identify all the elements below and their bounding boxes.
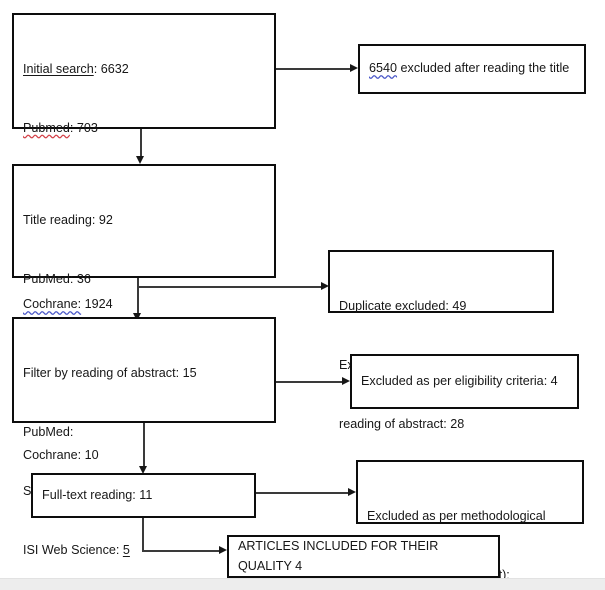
box-title-reading: Title reading: 92 PubMed: 36 Science Dir…: [12, 164, 276, 462]
box-eligibility-excluded: Excluded as per eligibility criteria: 4: [350, 354, 579, 409]
abstract-filter-line-2: PubMed:: [23, 424, 74, 439]
title-reading-line-5: Cochrane: 10: [23, 448, 99, 463]
abstract-filter-line-1: Filter by reading of abstract: 15: [23, 366, 197, 381]
fulltext-reading-text: Full-text reading: 11: [42, 487, 153, 502]
title-reading-line-1: Title reading: 92: [23, 213, 113, 228]
connector-initial-to-title-reading: [140, 129, 142, 159]
excluded-after-title-text: 6540 excluded after reading the title: [369, 61, 570, 76]
box-initial-search: Initial search: 6632 Pubmed: 703 Science…: [12, 13, 276, 370]
connector-fulltext-to-methodological: [256, 492, 349, 494]
connector-fulltext-to-articles-horizontal: [142, 550, 220, 552]
eligibility-excluded-text: Excluded as per eligibility criteria: 4: [361, 373, 558, 388]
box-excluded-after-title: 6540 excluded after reading the title: [358, 44, 586, 94]
arrowhead-title-reading-to-duplicate: [321, 282, 329, 290]
box-articles-included: ARTICLES INCLUDED FOR THEIR QUALITY 4: [227, 535, 500, 578]
connector-abstract-to-eligibility: [276, 381, 343, 383]
arrowhead-initial-to-excluded-title: [350, 64, 358, 72]
duplicate-excluded-line-3: reading of abstract: 28: [339, 416, 465, 431]
page-bottom-band: [0, 578, 605, 590]
arrowhead-initial-to-title-reading: [136, 156, 144, 164]
connector-title-reading-to-abstract: [137, 278, 139, 316]
connector-fulltext-to-articles-vertical: [142, 518, 144, 551]
methodological-excluded-line-1: Excluded as per methodological: [367, 509, 546, 524]
abstract-filter-line-4: ISI Web Science: 5: [23, 542, 130, 557]
connector-title-reading-to-duplicate: [137, 286, 322, 288]
duplicate-excluded-line-1: Duplicate excluded: 49: [339, 299, 467, 314]
initial-search-line-1: Initial search: 6632: [23, 62, 129, 77]
arrowhead-abstract-to-eligibility: [342, 377, 350, 385]
connector-abstract-to-fulltext: [143, 423, 145, 470]
arrowhead-fulltext-to-articles: [219, 546, 227, 554]
initial-search-line-2: Pubmed: 703: [23, 120, 98, 135]
title-reading-line-2: PubMed: 36: [23, 271, 91, 286]
box-methodological-excluded: Excluded as per methodological quality (…: [356, 460, 584, 582]
arrowhead-abstract-to-fulltext: [139, 466, 147, 474]
articles-included-text: ARTICLES INCLUDED FOR THEIR QUALITY 4: [238, 538, 442, 573]
arrowhead-fulltext-to-methodological: [348, 488, 356, 496]
box-abstract-filter: Filter by reading of abstract: 15 PubMed…: [12, 317, 276, 557]
connector-initial-to-excluded-title: [276, 68, 351, 70]
box-fulltext-reading: Full-text reading: 11: [31, 473, 256, 518]
box-duplicate-excluded: Duplicate excluded: 49 Excluded as per t…: [328, 250, 554, 431]
initial-search-line-5: Cochrane: 1924: [23, 297, 113, 312]
